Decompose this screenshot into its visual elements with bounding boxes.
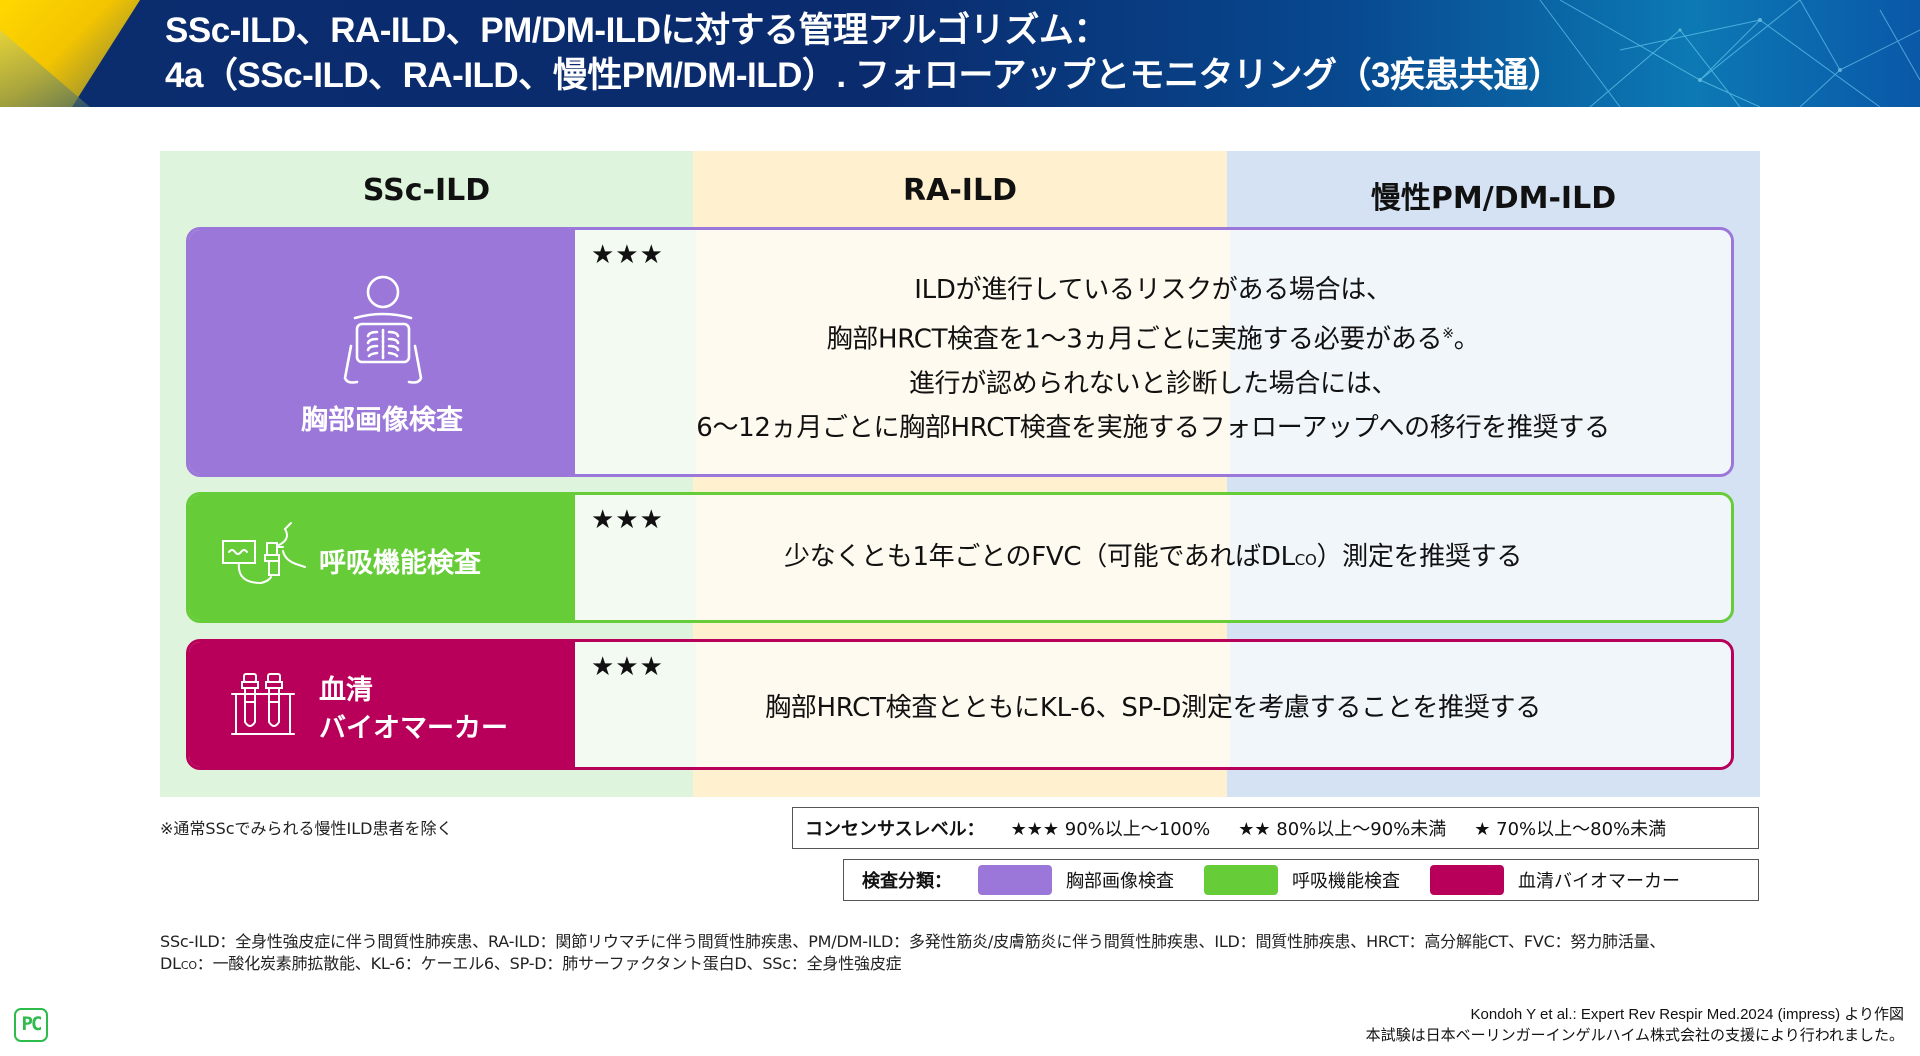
recommendation-text: 少なくとも1年ごとのFVC（可能であればDLCO）測定を推奨する	[575, 539, 1731, 578]
category-legend: 検査分類： 胸部画像検査 呼吸機能検査 血清バイオマーカー	[843, 859, 1759, 901]
row-content-pulmonary-function: ★★★ 少なくとも1年ごとのFVC（可能であればDLCO）測定を推奨する	[575, 495, 1731, 620]
legend-label: 呼吸機能検査	[1292, 871, 1400, 892]
abbreviations-line: SSc-ILD：全身性強皮症に伴う間質性肺疾患、RA-ILD：関節リウマチに伴う…	[160, 932, 1666, 951]
title-banner: SSc-ILD、RA-ILD、PM/DM-ILDに対する管理アルゴリズム： 4a…	[0, 0, 1920, 107]
legend-heading: 検査分類：	[862, 871, 952, 892]
column-header-ssc-ild: SSc-ILD	[362, 173, 491, 208]
abbr-text: DL	[160, 954, 181, 973]
row-label-line: 血清	[319, 675, 373, 706]
consensus-stars: ★★★	[591, 240, 664, 270]
abbr-text: ：一酸化炭素肺拡散能、KL-6：ケーエル6、SP-D：肺サーファクタント蛋白D、…	[196, 954, 902, 973]
line-end-punctuation: 。	[1453, 324, 1480, 355]
recommendation-text-part: 少なくとも1年ごとのFVC（可能であればDL	[783, 542, 1295, 572]
legend-item-pulmonary-function: 呼吸機能検査	[1204, 865, 1400, 895]
legend-swatch	[1204, 865, 1278, 895]
legend-swatch	[1430, 865, 1504, 895]
footnote-mark: ※	[1442, 326, 1454, 342]
legend-label: 血清バイオマーカー	[1518, 871, 1680, 892]
abbr-subscript: CO	[180, 959, 197, 972]
row-content-chest-imaging: ★★★ ILDが進行しているリスクがある場合は、 胸部HRCT検査を1〜3ヵ月ご…	[575, 230, 1731, 474]
footnote: ※通常SScでみられる慢性ILD患者を除く	[160, 819, 453, 838]
legend-item-serum-biomarkers: 血清バイオマーカー	[1430, 865, 1680, 895]
citation-line: Kondoh Y et al.: Expert Rev Respir Med.2…	[1470, 1006, 1905, 1023]
legend-item: ★★★ 90%以上〜100%	[1010, 819, 1211, 840]
column-header-pm-dm-ild: 慢性PM/DM-ILD	[1370, 181, 1617, 216]
column-header-ra-ild: RA-ILD	[903, 173, 1017, 208]
consensus-legend: コンセンサスレベル： ★★★ 90%以上〜100% ★★ 80%以上〜90%未満…	[792, 807, 1759, 849]
legend-swatch	[978, 865, 1052, 895]
row-serum-biomarkers: 血清 バイオマーカー ★★★ 胸部HRCT検査とともにKL-6、SP-D測定を考…	[186, 639, 1734, 770]
consensus-stars: ★★★	[591, 652, 664, 682]
consensus-stars: ★★★	[591, 505, 664, 535]
recommendation-line: 進行が認められないと診断した場合には、	[908, 368, 1398, 399]
network-decoration-icon	[1539, 0, 1920, 107]
abbreviations: SSc-ILD：全身性強皮症に伴う間質性肺疾患、RA-ILD：関節リウマチに伴う…	[160, 931, 1665, 977]
sponsor-line: 本試験は日本ベーリンガーインゲルハイム株式会社の支援により行われました。	[1365, 1027, 1904, 1044]
recommendation-line: 6〜12ヵ月ごとに胸部HRCT検査を実施するフォローアップへの移行を推奨する	[696, 412, 1610, 443]
recommendation-line-text: 胸部HRCT検査を1〜3ヵ月ごとに実施する必要がある	[826, 324, 1443, 355]
title-line-2: 4a（SSc-ILD、RA-ILD、慢性PM/DM-ILD）. フォローアップと…	[165, 56, 1563, 95]
row-label-line: バイオマーカー	[319, 713, 508, 744]
title-line-1: SSc-ILD、RA-ILD、PM/DM-ILDに対する管理アルゴリズム：	[165, 11, 1108, 50]
spirometer-icon	[222, 522, 306, 585]
row-content-serum-biomarkers: ★★★ 胸部HRCT検査とともにKL-6、SP-D測定を考慮することを推奨する	[575, 642, 1731, 767]
pc-logo: PC	[14, 1008, 48, 1042]
dlco-subscript: CO	[1294, 551, 1317, 569]
legend-heading: コンセンサスレベル：	[805, 819, 985, 840]
recommendation-line: ILDが進行しているリスクがある場合は、	[914, 275, 1392, 305]
row-label-serum-biomarkers: 血清 バイオマーカー	[189, 642, 575, 767]
legend-label: 胸部画像検査	[1066, 871, 1174, 892]
test-tubes-icon	[231, 673, 295, 735]
row-label-text: 血清 バイオマーカー	[319, 672, 508, 748]
recommendation-text: ILDが進行しているリスクがある場合は、 胸部HRCT検査を1〜3ヵ月ごとに実施…	[575, 268, 1731, 450]
row-label-text: 呼吸機能検査	[319, 548, 481, 579]
chest-xray-icon	[343, 275, 423, 384]
legend-item-chest-imaging: 胸部画像検査	[978, 865, 1174, 895]
page-title: SSc-ILD、RA-ILD、PM/DM-ILDに対する管理アルゴリズム： 4a…	[165, 8, 1563, 98]
legend-item: ★ 70%以上〜80%未満	[1474, 819, 1667, 840]
recommendation-text: 胸部HRCT検査とともにKL-6、SP-D測定を考慮することを推奨する	[765, 693, 1541, 723]
recommendation-text-part: ）測定を推奨する	[1316, 542, 1523, 572]
row-pulmonary-function: 呼吸機能検査 ★★★ 少なくとも1年ごとのFVC（可能であればDLCO）測定を推…	[186, 492, 1734, 623]
source-citation: Kondoh Y et al.: Expert Rev Respir Med.2…	[1366, 1004, 1904, 1046]
recommendation-line: 胸部HRCT検査を1〜3ヵ月ごとに実施する必要がある※。	[575, 312, 1731, 362]
row-label-text: 胸部画像検査	[301, 405, 463, 436]
legend-item: ★★ 80%以上〜90%未満	[1238, 819, 1447, 840]
row-label-chest-imaging: 胸部画像検査	[189, 230, 575, 474]
row-label-pulmonary-function: 呼吸機能検査	[189, 495, 575, 620]
algorithm-board: SSc-ILD RA-ILD 慢性PM/DM-ILD 胸部画像検査 ★★★ IL…	[160, 151, 1760, 797]
row-chest-imaging: 胸部画像検査 ★★★ ILDが進行しているリスクがある場合は、 胸部HRCT検査…	[186, 227, 1734, 477]
abbreviations-line: DLCO：一酸化炭素肺拡散能、KL-6：ケーエル6、SP-D：肺サーファクタント…	[160, 953, 1665, 977]
